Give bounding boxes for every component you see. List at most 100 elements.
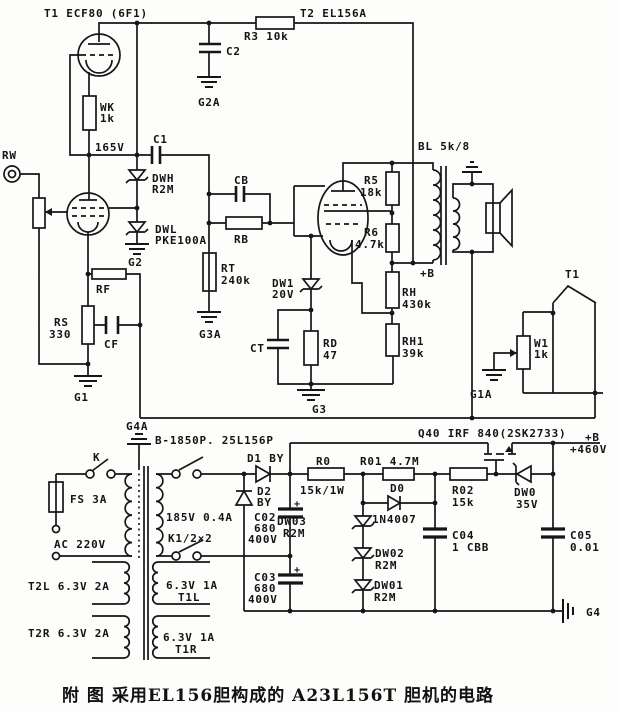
label-g3: G3 [312,403,327,416]
junction-dots [85,20,598,614]
label-tube2: T2 EL156A [300,7,367,20]
resistors [32,16,531,481]
label-g1a: G1A [470,388,492,401]
label-c1: C1 [153,133,168,146]
tube-el156 [317,180,369,256]
label-460v: +460V [570,443,607,456]
label-dw02-value: R2M [375,559,397,572]
label-rh-value: 430k [402,298,432,311]
label-w1: W1 [534,337,549,350]
label-c03: C03 [254,571,276,584]
label-rs: RS [54,316,69,329]
label-r6-value: 4.7k [355,238,385,251]
label-d2: D2 [257,485,272,498]
label-r02: R02 [452,484,474,497]
label-d0-value: 1N4007 [372,513,417,526]
label-tube1: T1 ECF80 (6F1) [44,7,148,20]
label-t1l-name: T1L [178,591,200,604]
label-r3: R3 10k [244,30,289,43]
label-t2r-winding: T2R 6.3V 2A [28,627,110,640]
label-dwl-value: PKE100A [155,234,207,247]
label-c03-value2: 400V [248,593,278,606]
figure-caption: 附 图 采用EL156胆构成的 A23L156T 胆机的电路 [62,686,495,706]
label-g4a: G4A [126,420,148,433]
label-dw01: DW01 [374,579,404,592]
label-ac: AC 220V [54,538,106,551]
label-bl: BL 5k/8 [418,140,470,153]
input-jack [3,165,21,183]
label-c02-value1: 680 [254,522,276,535]
label-dw02: DW02 [375,547,405,560]
label-rf: RF [96,283,111,296]
label-wk-value: 1k [100,112,115,125]
label-dw03-value: R2M [283,527,305,540]
label-ct: CT [250,342,265,355]
label-cb: CB [234,174,249,187]
label-r02-value: 15k [452,496,474,509]
label-t1-feedback: T1 [565,268,580,281]
label-k12-switch: K1/2×2 [168,532,213,545]
fuse [48,481,64,513]
label-d1: D1 BY [247,452,284,465]
label-c04-value: 1 CBB [452,541,489,554]
transformer-coils [123,169,461,659]
label-g3a: G3A [199,328,221,341]
label-rh1: RH1 [402,335,424,348]
ground-symbols [74,76,574,623]
label-plus-b: +B [420,267,435,280]
label-dw0: DW0 [514,486,536,499]
label-fuse: FS 3A [70,493,107,506]
label-dw01-value: R2M [374,591,396,604]
diodes [125,169,532,594]
label-g2a: G2A [198,96,220,109]
label-r01: R01 4.7M [360,455,419,468]
electrolytic-caps [278,507,565,585]
tube-ecf80 [66,33,121,236]
speaker [485,187,513,249]
label-c05: C05 [570,529,592,542]
label-rt-value: 240k [221,274,251,287]
tube-grid-dashes [72,54,362,225]
label-dwh: DWH [152,172,174,185]
label-dw0-value: 35V [516,498,538,511]
label-t1r-winding: 6.3V 1A [163,631,215,644]
label-c04: C04 [452,529,474,542]
label-c03-value1: 680 [254,582,276,595]
label-dw03: DW03 [277,515,307,528]
label-165v: 165V [95,141,125,154]
label-cf: CF [104,338,119,351]
label-dw1: DW1 [272,277,294,290]
label-t1r-name: T1R [175,643,197,656]
label-d0: D0 [390,482,405,495]
label-g1: G1 [74,391,89,404]
label-c02-plus: + [294,499,300,510]
capacitors [104,42,289,350]
label-dwl: DWL [155,223,177,236]
label-rs-value: 330 [49,328,71,341]
label-r0: R0 [316,455,331,468]
label-plus-b2: +B [585,431,600,444]
label-t2l-winding: T2L 6.3V 2A [28,580,110,593]
terminals-and-switch-contacts [51,469,202,561]
label-rd: RD [323,337,338,350]
label-c05-value: 0.01 [570,541,600,554]
label-dw1-value: 20V [272,288,294,301]
label-r0-value: 15k/1W [300,484,345,497]
label-r5-value: 18k [360,186,382,199]
label-wk: WK [100,101,115,114]
label-rd-value: 47 [323,349,338,362]
label-t1l-winding: 6.3V 1A [166,579,218,592]
label-c02: C02 [254,511,276,524]
label-rt: RT [221,262,236,275]
label-rh: RH [402,286,417,299]
label-rb: RB [234,233,249,246]
label-rw: RW [2,149,17,162]
label-c02-value2: 400V [248,533,278,546]
label-k-switch: K [93,451,100,464]
label-c2: C2 [226,45,241,58]
label-g4: G4 [586,606,601,619]
wires [20,22,603,660]
label-185v: 185V 0.4A [166,511,233,524]
